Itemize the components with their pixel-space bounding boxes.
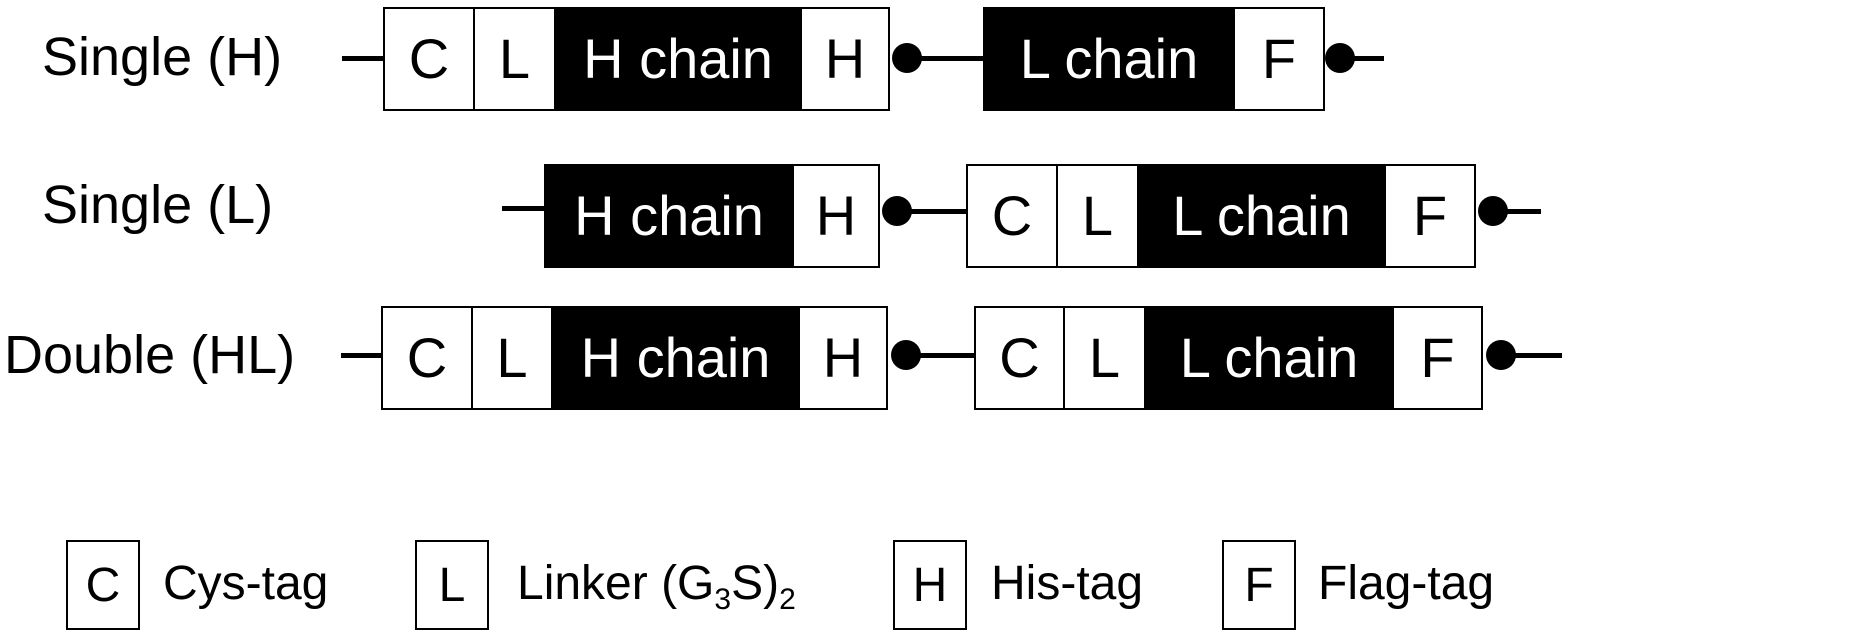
- cys-tag-segment: C: [974, 306, 1065, 410]
- linker-segment: L: [471, 306, 553, 410]
- terminus-dot: [892, 43, 922, 73]
- terminus-dot: [1486, 340, 1516, 370]
- l-chain-segment: L chain: [983, 7, 1235, 111]
- linker-segment: L: [1056, 164, 1139, 268]
- connector-line: [1352, 56, 1384, 61]
- connector-line: [502, 206, 546, 211]
- linker-segment: L: [1063, 306, 1146, 410]
- cys-tag-segment: C: [966, 164, 1058, 268]
- l-chain-segment: L chain: [1137, 164, 1386, 268]
- his-tag-segment: H: [800, 7, 890, 111]
- flag-tag-segment: F: [1392, 306, 1483, 410]
- cys-tag-segment: C: [381, 306, 473, 410]
- legend-linker-mid: S): [731, 557, 780, 610]
- legend-cys-symbol: C: [66, 540, 140, 630]
- terminus-dot: [1325, 43, 1355, 73]
- h-chain-segment: H chain: [551, 306, 800, 410]
- legend-linker-text: Linker (G3S)2: [517, 557, 796, 615]
- his-tag-segment: H: [792, 164, 880, 268]
- connector-line: [1505, 209, 1541, 214]
- connector-line: [341, 353, 385, 358]
- terminus-dot: [882, 196, 912, 226]
- h-chain-segment: H chain: [554, 7, 802, 111]
- legend-flag-symbol: F: [1222, 540, 1296, 630]
- legend-linker-symbol: L: [415, 540, 489, 630]
- terminus-dot: [1478, 196, 1508, 226]
- legend-linker-sub2: 2: [779, 583, 796, 616]
- h-chain-segment: H chain: [544, 164, 794, 268]
- connector-line: [918, 353, 976, 358]
- construct-row: H chain H C L L chain F: [0, 164, 1858, 268]
- legend-linker-sub1: 3: [714, 583, 732, 616]
- linker-segment: L: [473, 7, 556, 111]
- l-chain-segment: L chain: [1144, 306, 1394, 410]
- connector-line: [342, 56, 387, 61]
- flag-tag-segment: F: [1233, 7, 1325, 111]
- his-tag-segment: H: [798, 306, 888, 410]
- construct-label: Single (H): [42, 27, 283, 87]
- connector-line: [1513, 353, 1562, 358]
- flag-tag-segment: F: [1384, 164, 1476, 268]
- construct-row: C L H chain H L chain F: [0, 7, 1858, 111]
- cys-tag-segment: C: [383, 7, 475, 111]
- legend-linker-prefix: Linker (G: [517, 557, 715, 610]
- construct-row: C L H chain H C L L chain F: [0, 306, 1858, 410]
- legend-his-text: His-tag: [991, 557, 1144, 610]
- construct-label: Double (HL): [4, 325, 296, 385]
- connector-line: [910, 209, 968, 214]
- terminus-dot: [891, 340, 921, 370]
- legend-flag-text: Flag-tag: [1318, 557, 1495, 610]
- legend-cys-text: Cys-tag: [163, 557, 329, 610]
- legend-his-symbol: H: [893, 540, 967, 630]
- connector-line: [920, 56, 984, 61]
- construct-label: Single (L): [42, 175, 274, 235]
